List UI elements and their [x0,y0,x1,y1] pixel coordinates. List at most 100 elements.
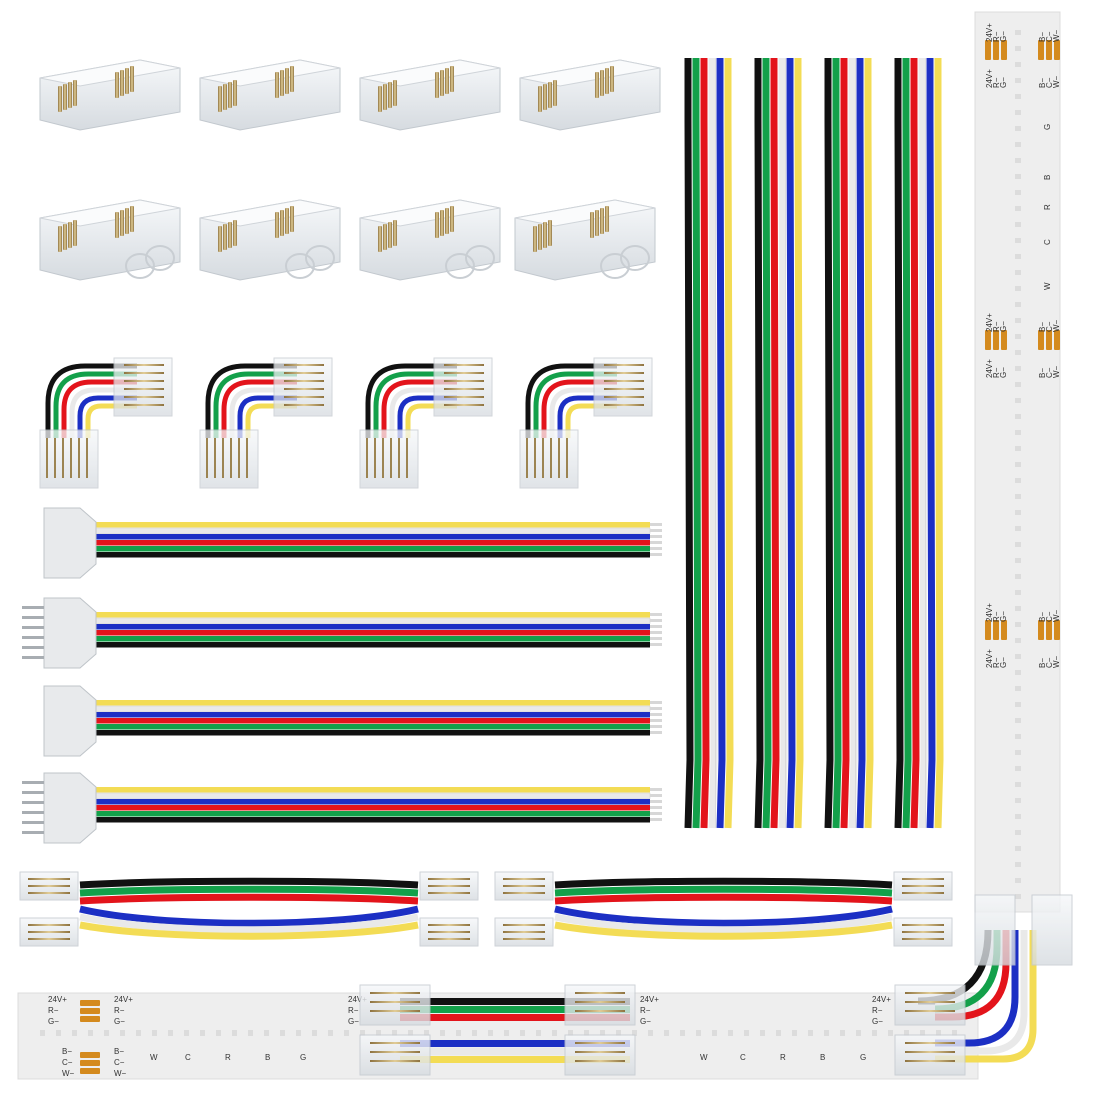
pin [374,438,376,478]
clip-pin [595,72,599,98]
clip-ring [445,253,475,279]
solder-pad [1001,620,1007,640]
solder-pad [1054,40,1060,60]
led-chip [1015,462,1021,467]
clip-pin [388,82,392,108]
led-chip [952,1030,957,1036]
strip-label: W− [114,1069,127,1078]
strip-label: C− [1045,31,1054,42]
pin [503,924,545,926]
pin [604,372,644,374]
pigtail-cables [22,507,662,844]
led-chip [1015,94,1021,99]
led-chip [936,1030,941,1036]
jumper-wire [79,905,419,927]
wire-0 [205,363,297,438]
led-chip [1015,334,1021,339]
led-chip [40,1030,45,1036]
stripped-end [650,643,662,646]
clip-pin [125,68,129,94]
wire-3 [229,387,297,438]
strip-label: C [740,1053,746,1062]
pigtail-wire [90,799,650,805]
solder-pad [1038,40,1044,60]
pin [444,396,484,398]
strip-label: 24V+ [985,603,994,622]
strip-label: C− [1045,367,1054,378]
pin [28,938,70,940]
jumper-wire [554,913,893,934]
solder-pad [1046,620,1052,640]
jumper-cable [494,871,953,947]
strip-label: B− [1038,368,1047,378]
strip-label: W− [1052,365,1061,378]
solder-pad [80,1016,100,1022]
strip-label: G− [999,611,1008,622]
strip-wire [400,1040,630,1047]
led-chip [152,1030,157,1036]
wire-0 [45,363,137,438]
clip-ring [125,253,155,279]
strip-label: W− [62,1069,75,1078]
strip-label: R− [992,367,1001,378]
led-chip [1015,446,1021,451]
clip-pin [280,210,284,236]
pin [398,438,400,478]
clip-pin [228,82,232,108]
strip-label: W [1043,282,1052,290]
led-chip [232,1030,237,1036]
wire-2 [221,379,297,438]
led-chip [184,1030,189,1036]
extension-wire-bundle [684,58,734,829]
wire-3 [389,387,457,438]
extension-wire-bundle [894,58,944,829]
pigtail-wire [90,636,650,642]
solder-pad [80,1068,100,1074]
jumper-wire [554,905,893,927]
stripped-end [650,631,662,634]
led-chip [1015,206,1021,211]
extension-wire [770,58,780,829]
led-chip [472,1030,477,1036]
pin [558,438,560,478]
clip-pin [120,70,124,96]
pin [382,438,384,478]
extension-wire [762,58,772,829]
clip-ring [305,245,335,271]
pin [124,388,164,390]
cob-strip-horizontal [17,992,979,1080]
stripped-end [650,619,662,622]
stripped-end [650,818,662,821]
pin [905,1010,955,1012]
strip-label: C [185,1053,191,1062]
pin [604,364,644,366]
pin [902,924,944,926]
extension-wire [848,58,858,829]
clip-pin [445,208,449,234]
led-chip [1015,350,1021,355]
led-chip [376,1030,381,1036]
strip-label: W− [1052,75,1061,88]
extension-wire [724,58,734,829]
led-chip [1015,286,1021,291]
led-chip [216,1030,221,1036]
pin [444,388,484,390]
solder-pad [1046,330,1052,350]
stripped-end [650,523,662,526]
male-pin [22,656,44,659]
led-chip [808,1030,813,1036]
led-chip [1015,222,1021,227]
strip-label: R− [872,1006,883,1015]
led-chip [280,1030,285,1036]
led-chip [1015,238,1021,243]
clip-horizontal [273,357,333,417]
pin [206,438,208,478]
strip-label: C− [1045,77,1054,88]
pigtail-wire [90,817,650,823]
pin [905,1051,955,1053]
pigtail-wire [89,705,651,712]
strip-label: B [820,1053,825,1062]
clip-pin [223,224,227,250]
wire-1 [213,371,297,438]
pin [428,878,470,880]
